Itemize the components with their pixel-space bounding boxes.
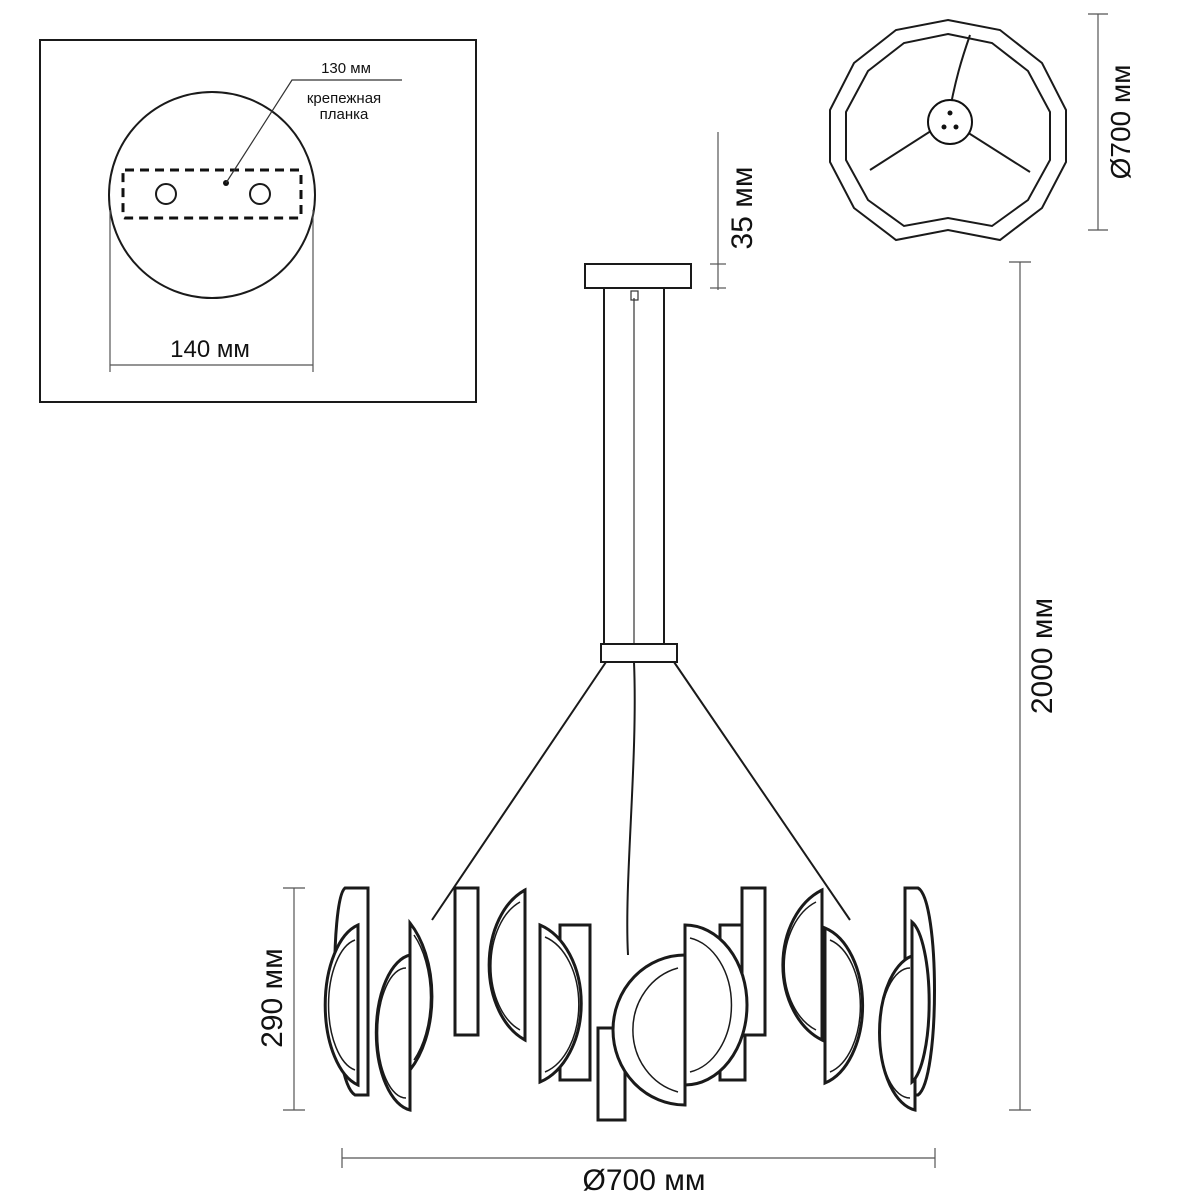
shade-front-8 (683, 923, 749, 1087)
collar (600, 643, 678, 663)
shade-front-7-inner (632, 967, 679, 1093)
canopy-height-label: 35 мм (726, 167, 759, 250)
top-diameter-label: Ø700 мм (1105, 65, 1136, 180)
shade-front-9-inner (783, 901, 817, 1031)
bar-label-line2: планка (320, 106, 369, 123)
shade-front-1-inner (327, 939, 356, 1071)
diameter-label: 140 мм (170, 336, 250, 363)
cable-right (673, 661, 851, 921)
shade-front-8-inner (689, 937, 733, 1073)
cable-center (626, 661, 636, 956)
shade-front-4-inner (490, 901, 521, 1031)
shade-front-12 (910, 918, 931, 1086)
top-view-inner-ring (845, 32, 1051, 228)
bar-label-line1: крепежная (307, 90, 381, 107)
shade-ring-front (323, 887, 931, 1122)
screw-hole-right (249, 183, 271, 205)
hub-screw-2 (953, 124, 959, 130)
mounting-bar-outline (121, 168, 303, 220)
shade-back-2 (453, 886, 480, 1037)
shade-height-label: 290 мм (256, 948, 289, 1048)
cable-left (431, 661, 607, 921)
inset-frame (39, 39, 477, 403)
dim-shade-height: 290 мм (256, 887, 305, 1111)
hub-screw-1 (941, 124, 947, 130)
shade-front-3-inner (413, 934, 432, 1061)
hub-screw-3 (947, 110, 953, 116)
top-view-outer-ring (829, 18, 1067, 242)
bottom-diameter-label: Ø700 мм (583, 1164, 706, 1197)
shade-front-7 (611, 953, 687, 1107)
top-view-hub (927, 99, 973, 145)
shade-front-1 (323, 922, 360, 1088)
dim-total-height: 2000 мм (1009, 261, 1059, 1111)
dim-bottom-diameter: Ø700 мм (341, 1148, 936, 1197)
canopy (584, 263, 692, 289)
shade-front-11-inner (878, 967, 911, 1099)
mount-plate-inset: 130 мм крепежная планка 140 мм (39, 39, 477, 403)
bar-leader-line (225, 79, 402, 184)
shade-front-11 (878, 953, 917, 1112)
wire-clip (630, 290, 639, 301)
bar-width-label: 130 мм (321, 60, 371, 77)
dim-canopy: 35 мм (710, 132, 759, 290)
canopy-circle (108, 91, 316, 299)
shade-front-2-inner (376, 967, 407, 1099)
screw-hole-left (155, 183, 177, 205)
shade-front-5-inner (544, 936, 580, 1073)
shade-front-2 (374, 953, 412, 1112)
total-height-label: 2000 мм (1026, 598, 1059, 714)
side-view (323, 263, 936, 1122)
shade-front-10-inner (829, 939, 862, 1073)
top-view: Ø700 мм (829, 13, 1136, 242)
